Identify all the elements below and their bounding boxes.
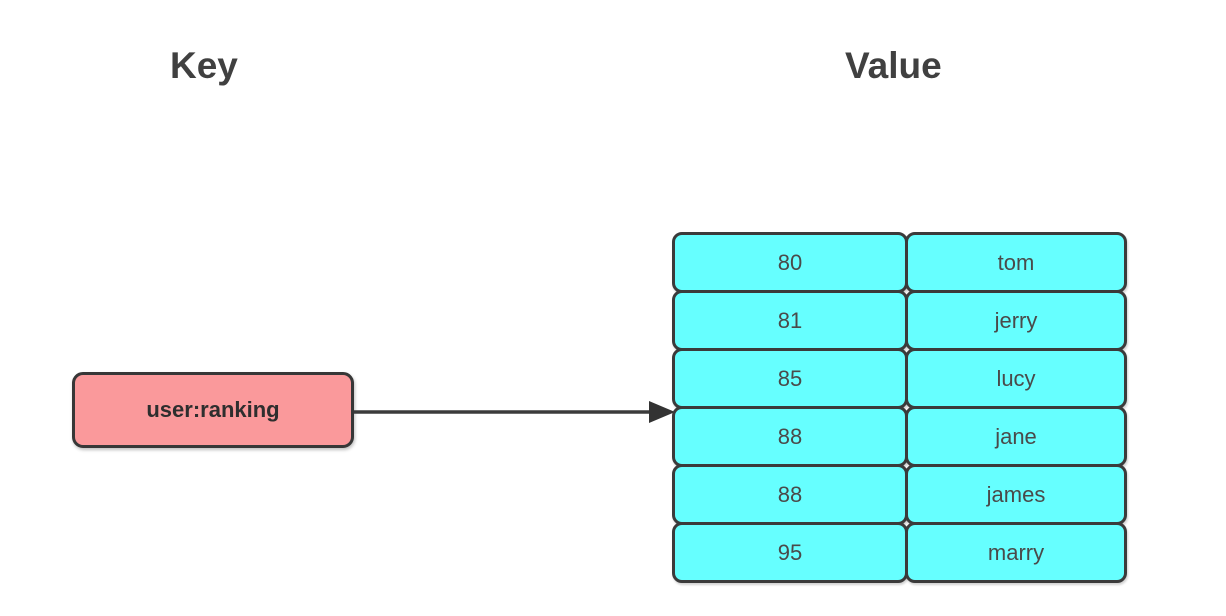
member-cell: lucy — [905, 348, 1127, 409]
value-table: 80 tom 81 jerry 85 lucy 88 jane 88 james… — [672, 232, 1127, 583]
key-box-label: user:ranking — [146, 397, 280, 422]
table-row: 88 james — [672, 464, 1127, 525]
key-box: user:ranking — [72, 372, 354, 448]
member-cell: marry — [905, 522, 1127, 583]
table-row: 88 jane — [672, 406, 1127, 467]
member-cell: james — [905, 464, 1127, 525]
score-cell: 88 — [672, 464, 908, 525]
member-cell: jerry — [905, 290, 1127, 351]
table-row: 80 tom — [672, 232, 1127, 293]
value-heading: Value — [845, 45, 942, 86]
table-row: 81 jerry — [672, 290, 1127, 351]
score-cell: 80 — [672, 232, 908, 293]
score-cell: 95 — [672, 522, 908, 583]
arrow-head-icon — [649, 401, 675, 423]
key-heading: Key — [170, 45, 238, 86]
score-cell: 81 — [672, 290, 908, 351]
score-cell: 88 — [672, 406, 908, 467]
table-row: 95 marry — [672, 522, 1127, 583]
arrow — [354, 401, 675, 423]
score-cell: 85 — [672, 348, 908, 409]
member-cell: tom — [905, 232, 1127, 293]
member-cell: jane — [905, 406, 1127, 467]
table-row: 85 lucy — [672, 348, 1127, 409]
